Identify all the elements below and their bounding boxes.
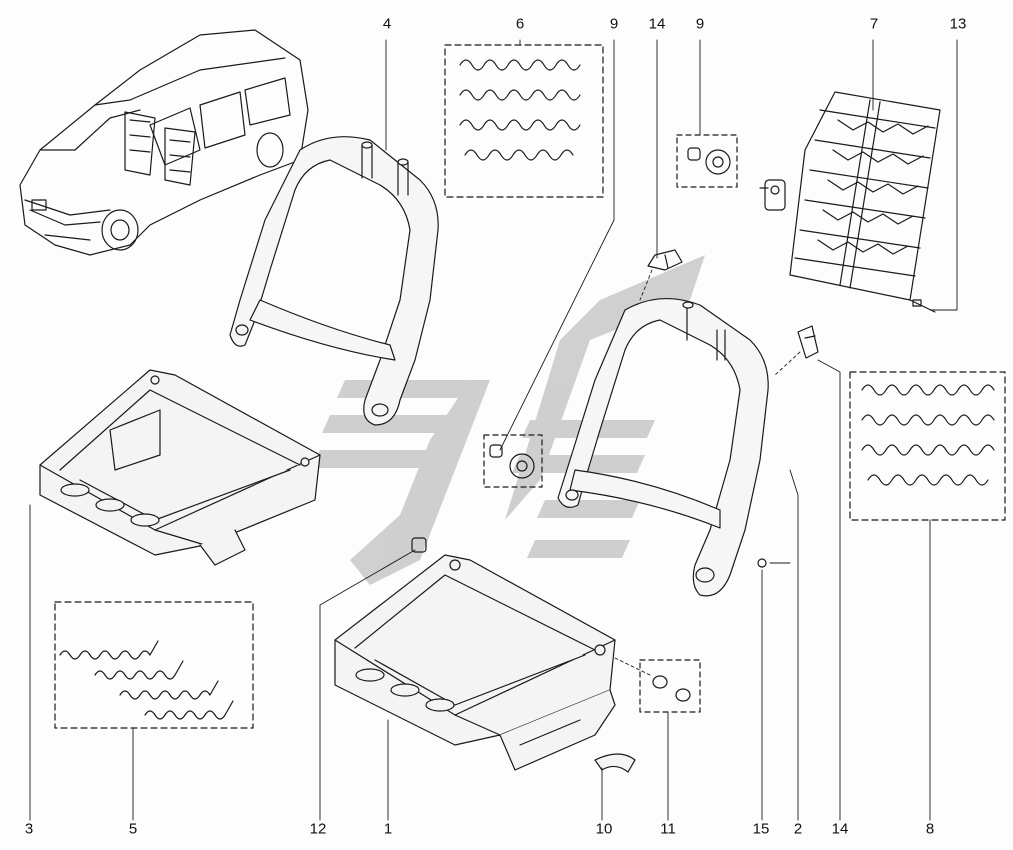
callout-1: 1 [383,820,393,838]
part-11-bolts-box [639,659,701,713]
callout-3: 3 [24,820,34,838]
callout-10: 10 [595,820,613,838]
callout-8: 8 [925,820,935,838]
callout-4: 4 [382,15,392,33]
part-10-lever-handle [594,753,636,773]
leader-lines [29,39,958,821]
part-2-backrest-frame [557,297,769,597]
callout-5: 5 [128,820,138,838]
callout-2: 2 [793,820,803,838]
part-8-springs-box [849,371,1006,521]
part-6-springs-box [444,44,604,198]
part-3-seat-frame [39,369,321,566]
part-9-knob-box-top [676,134,738,188]
callout-7: 7 [869,15,879,33]
callout-9-left: 9 [609,15,619,33]
part-14-clip-right [797,325,819,359]
callout-11: 11 [660,820,676,838]
part-7-backrest-spring-mat [759,91,941,301]
callout-9-right: 9 [695,15,705,33]
vehicle-icon [19,29,309,256]
callout-14-bottom: 14 [831,820,849,838]
callout-6: 6 [515,15,525,33]
callout-13: 13 [949,15,967,33]
callout-14-top: 14 [648,15,666,33]
part-1-seat-frame [334,554,616,771]
part-14-clip-upper [647,249,683,271]
part-5-springs-box [54,601,254,729]
part-15-nut [757,558,767,568]
part-12-bushing [411,537,427,553]
callout-15: 15 [752,820,770,838]
part-4-backrest-frame [229,136,439,426]
part-9-knob-box-lower [483,434,543,488]
callout-12: 12 [309,820,327,838]
